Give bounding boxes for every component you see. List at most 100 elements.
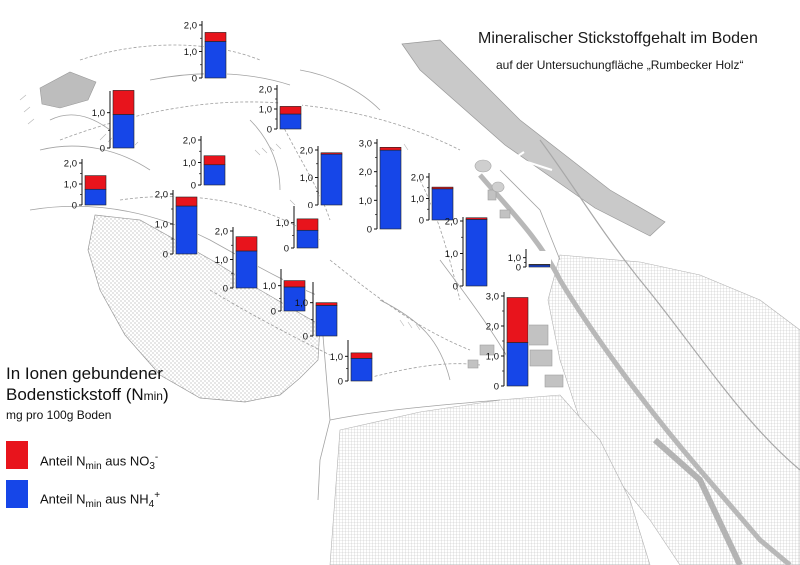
grid-terrain-bottom <box>329 394 651 565</box>
bar-nitrate <box>84 175 107 190</box>
y-tick-label-zero: 0 <box>163 250 168 261</box>
y-tick-label: 1,0 <box>359 196 372 207</box>
bar-chart-11: 1,00 <box>295 282 338 343</box>
legend-heading-close: ) <box>162 385 169 404</box>
lake <box>39 71 97 109</box>
legend-label-nitrate: Anteil Nmin aus NO3- <box>40 452 158 472</box>
y-tick-label: 1,0 <box>259 105 272 116</box>
legend-heading-line1: In Ionen gebundener <box>6 364 163 383</box>
bar-ammonium <box>203 164 226 186</box>
bar-ammonium <box>315 305 338 337</box>
bar-chart-4: 1,02,00 <box>259 85 302 136</box>
bar-chart-15: 1,00 <box>508 249 551 274</box>
bar-nitrate <box>283 280 306 288</box>
legend-heading-sub: min <box>143 389 163 403</box>
y-tick-label: 2,0 <box>184 21 197 32</box>
y-tick-label-zero: 0 <box>516 263 521 274</box>
y-tick-label: 1,0 <box>295 298 308 309</box>
y-tick-label-zero: 0 <box>192 74 197 85</box>
bar-chart-12: 1,02,03,00 <box>359 139 402 236</box>
y-tick-label: 2,0 <box>259 85 272 96</box>
bar-nitrate <box>112 90 135 115</box>
legend-label-sub: min <box>85 460 102 472</box>
legend-label-chem-sub: 4 <box>148 498 155 510</box>
y-tick-label: 3,0 <box>359 139 372 150</box>
bar-nitrate <box>203 155 226 166</box>
y-tick-label-zero: 0 <box>72 201 77 212</box>
y-tick-label: 2,0 <box>215 227 228 238</box>
y-tick-label-zero: 0 <box>284 244 289 255</box>
bar-nitrate <box>528 264 551 266</box>
river <box>401 39 666 237</box>
bar-ammonium <box>431 188 454 221</box>
map-subtitle: auf der Untersuchungfläche „Rumbecker Ho… <box>496 58 744 72</box>
bar-chart-5: 1,0 2,0 0 <box>64 159 107 212</box>
y-tick-label-zero: 0 <box>191 181 196 192</box>
chart-background <box>528 251 551 267</box>
y-tick-label: 1,0 <box>330 352 343 363</box>
y-tick-label: 1,0 <box>445 249 458 260</box>
y-tick-label: 1,0 <box>300 173 313 184</box>
y-tick-label-zero: 0 <box>303 332 308 343</box>
y-tick-label: 1,0 <box>184 47 197 58</box>
bar-ammonium <box>84 188 107 206</box>
y-tick-label-zero: 0 <box>419 216 424 227</box>
legend-heading-main: Bodenstickstoff (N <box>6 385 144 404</box>
bar-nitrate <box>204 32 227 42</box>
bar-nitrate <box>279 106 302 115</box>
bar-ammonium <box>235 250 258 289</box>
y-tick-label: 2,0 <box>155 190 168 201</box>
legend-label-ammonium: Anteil Nmin aus NH4+ <box>40 490 160 510</box>
y-tick-label-zero: 0 <box>223 284 228 295</box>
bar-nitrate <box>431 186 454 190</box>
bar-chart-16: 1,00 <box>330 340 373 388</box>
bar-ammonium <box>528 264 551 268</box>
map-title: Mineralischer Stickstoffgehalt im Boden <box>478 30 758 47</box>
bar-nitrate <box>350 352 373 359</box>
y-tick-label-zero: 0 <box>494 382 499 393</box>
bar-nitrate <box>296 218 319 231</box>
bar-chart-6: 1,02,00 <box>155 190 198 261</box>
bar-nitrate <box>320 152 343 155</box>
motorway <box>478 173 792 565</box>
bar-ammonium <box>350 358 373 382</box>
bar-nitrate <box>315 302 338 306</box>
bar-nitrate <box>235 236 258 252</box>
legend-label-mid: aus NO <box>101 453 150 469</box>
bar-ammonium <box>320 153 343 206</box>
bar-ammonium <box>204 41 227 79</box>
legend-label-chem-sup: - <box>154 452 159 463</box>
map-background <box>19 39 800 565</box>
bar-nitrate <box>175 196 198 207</box>
bar-chart-10: 1,00 <box>263 269 306 318</box>
y-tick-label: 2,0 <box>64 159 77 170</box>
road-lower-right <box>653 437 743 565</box>
legend-label-prefix: Anteil N <box>40 491 86 507</box>
y-tick-label: 2,0 <box>300 146 313 157</box>
bar-ammonium <box>506 342 529 387</box>
bar-chart-17: 1,02,03,00 <box>486 292 529 393</box>
y-tick-label: 2,0 <box>359 167 372 178</box>
bar-chart-1: 1,0 2,0 0 <box>184 21 227 85</box>
bar-chart-13: 1,02,00 <box>411 173 454 227</box>
y-tick-label: 1,0 <box>215 255 228 266</box>
legend-label-chem-sup: + <box>154 490 161 501</box>
motorway-edge <box>539 139 800 471</box>
y-tick-label: 1,0 <box>263 281 276 292</box>
y-tick-label: 2,0 <box>183 136 196 147</box>
bar-ammonium <box>279 113 302 130</box>
y-tick-label: 1,0 <box>64 180 77 191</box>
grid-terrain-right <box>547 254 800 565</box>
y-tick-label: 1,0 <box>276 218 289 229</box>
bar-ammonium <box>112 114 135 149</box>
bar-nitrate <box>465 217 488 220</box>
legend-label-mid: aus NH <box>101 491 149 507</box>
bar-nitrate <box>379 147 402 151</box>
y-tick-label-zero: 0 <box>453 282 458 293</box>
y-tick-label: 1,0 <box>183 158 196 169</box>
bar-chart-9: 1,00 <box>276 206 319 255</box>
bar-chart-14: 1,02,00 <box>445 217 488 293</box>
y-tick-label: 1,0 <box>486 352 499 363</box>
